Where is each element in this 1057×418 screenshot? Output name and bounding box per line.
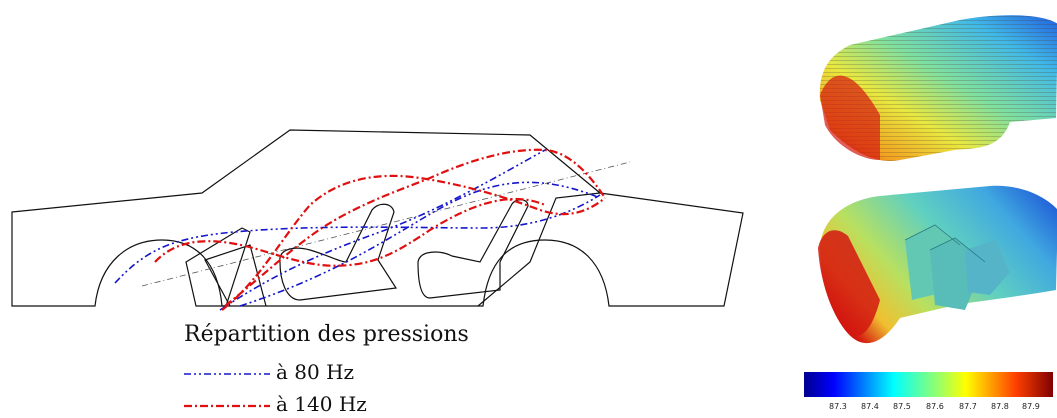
curve-80hz-a xyxy=(114,194,601,284)
colorbar-tick-label: 87.4 xyxy=(861,402,879,411)
pressure-curves-140hz xyxy=(154,148,606,311)
legend-swatch-80hz xyxy=(184,373,270,375)
front-seat-back xyxy=(204,244,267,307)
colorbar-tick-label: 87.6 xyxy=(926,402,944,411)
colorbar-tick-label: 87.9 xyxy=(1022,402,1040,411)
front-seat-outline xyxy=(185,227,251,307)
legend-label-80hz: à 80 Hz xyxy=(276,360,355,384)
colorbar-tick-label: 87.8 xyxy=(991,402,1009,411)
colorbar-tick-label: 87.7 xyxy=(959,402,977,411)
middle-seat-outline xyxy=(279,203,398,301)
colorbar-tick-label: 87.3 xyxy=(829,402,847,411)
rear-window-pillar xyxy=(477,192,601,307)
car-body-line xyxy=(11,129,744,307)
curve-80hz-c xyxy=(239,181,601,307)
colorbar-tick-label: 87.5 xyxy=(893,402,911,411)
pressure-field-empty-cabin xyxy=(819,15,1057,161)
curve-140hz-b xyxy=(221,174,606,311)
pressure-field-cabin-with-seats xyxy=(818,185,1057,344)
curve-140hz-a xyxy=(154,197,546,267)
car-outline xyxy=(11,129,744,307)
curve-80hz-b xyxy=(219,149,546,311)
legend-title: Répartition des pressions xyxy=(184,322,469,347)
curve-140hz-c xyxy=(224,148,606,307)
symmetry-axis-line xyxy=(141,161,631,287)
pressure-curves-80hz xyxy=(114,149,601,311)
legend-label-140hz: à 140 Hz xyxy=(276,392,367,416)
legend-swatch-140hz xyxy=(184,404,270,408)
colorbar xyxy=(804,372,1053,397)
